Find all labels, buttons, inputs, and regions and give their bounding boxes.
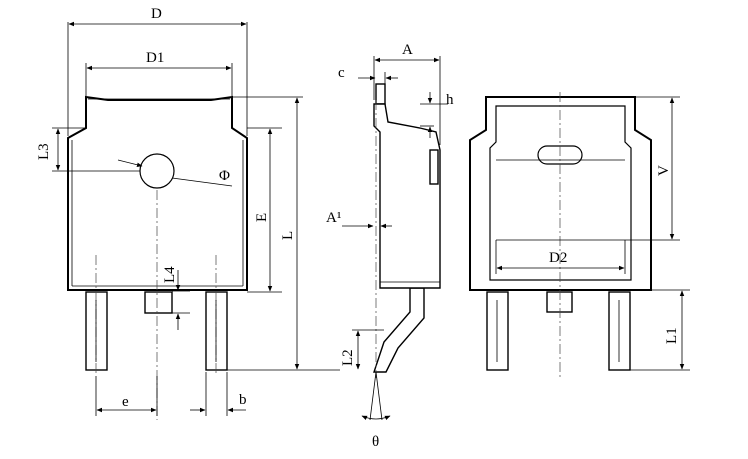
dim-label-theta: θ bbox=[372, 434, 379, 450]
dim-label-c: c bbox=[338, 65, 345, 81]
back-heatsink-pad bbox=[489, 105, 632, 281]
dim-label-a: A bbox=[402, 42, 413, 58]
dim-label-phi: Φ bbox=[219, 168, 230, 184]
mounting-hole bbox=[139, 153, 175, 189]
dim-label-l1: L1 bbox=[664, 327, 680, 344]
side-view: A c h A¹ L2 θ bbox=[326, 42, 454, 450]
dim-label-l4: L4 bbox=[162, 266, 178, 283]
side-lead bbox=[373, 287, 425, 373]
dim-label-d: D bbox=[151, 6, 162, 22]
dim-label-d1: D1 bbox=[146, 50, 164, 66]
dim-label-h: h bbox=[446, 92, 454, 108]
back-left-lead bbox=[486, 291, 509, 371]
dim-label-v: V bbox=[656, 165, 672, 176]
front-view: D D1 L3 Φ E L L4 e bbox=[36, 6, 340, 420]
dim-label-l2: L2 bbox=[340, 349, 356, 366]
back-right-lead bbox=[608, 291, 631, 371]
dim-label-l: L bbox=[280, 231, 296, 240]
front-body-outline bbox=[67, 95, 248, 291]
dim-label-l3: L3 bbox=[36, 143, 52, 160]
front-right-lead bbox=[205, 291, 228, 371]
front-center-stub bbox=[144, 291, 173, 314]
front-left-lead bbox=[85, 291, 108, 371]
back-view: V D2 L1 bbox=[469, 92, 690, 380]
dim-label-e-height: E bbox=[254, 213, 270, 222]
dim-label-e-pitch: e bbox=[122, 394, 129, 410]
back-center-stub bbox=[546, 291, 573, 313]
side-body bbox=[373, 103, 441, 289]
dim-label-a1: A¹ bbox=[326, 210, 341, 226]
dim-label-b: b bbox=[239, 392, 247, 408]
dim-label-d2: D2 bbox=[549, 250, 567, 266]
